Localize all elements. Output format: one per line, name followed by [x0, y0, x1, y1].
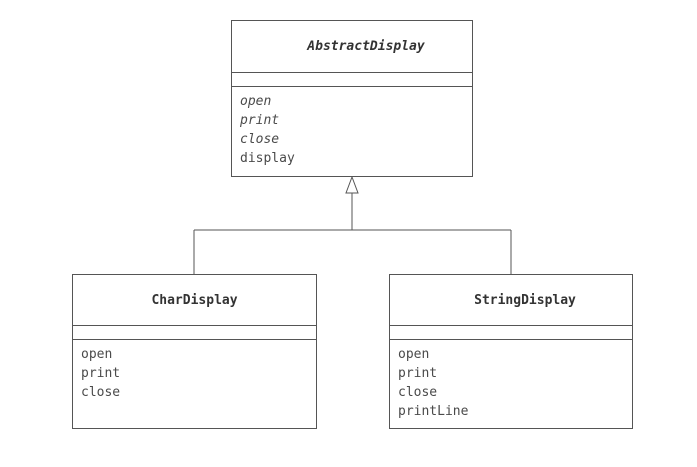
class-methods-stringdisplay: open print close printLine — [390, 340, 632, 421]
class-fields-abstractdisplay — [232, 73, 472, 87]
class-name-abstractdisplay: AbstractDisplay — [232, 21, 472, 73]
method-open: open — [398, 347, 430, 362]
method-open: open — [240, 94, 272, 109]
class-fields-stringdisplay — [390, 326, 632, 340]
method-display: display — [240, 151, 295, 166]
method-print: print — [240, 113, 280, 128]
method-close: close — [398, 385, 438, 400]
class-chardisplay: CharDisplay open print close — [72, 274, 317, 429]
method-close: close — [81, 385, 121, 400]
class-fields-chardisplay — [73, 326, 316, 340]
class-abstractdisplay: AbstractDisplay open print close display — [231, 20, 473, 177]
method-print: print — [398, 366, 438, 381]
class-methods-chardisplay: open print close — [73, 340, 316, 402]
class-methods-abstractdisplay: open print close display — [232, 87, 472, 168]
method-print: print — [81, 366, 121, 381]
class-stringdisplay: StringDisplay open print close printLine — [389, 274, 633, 429]
method-open: open — [81, 347, 113, 362]
class-name-chardisplay: CharDisplay — [73, 275, 316, 326]
method-printline: printLine — [398, 404, 469, 419]
generalization-arrowhead — [345, 175, 359, 194]
method-close: close — [240, 132, 280, 147]
class-name-stringdisplay: StringDisplay — [390, 275, 632, 326]
